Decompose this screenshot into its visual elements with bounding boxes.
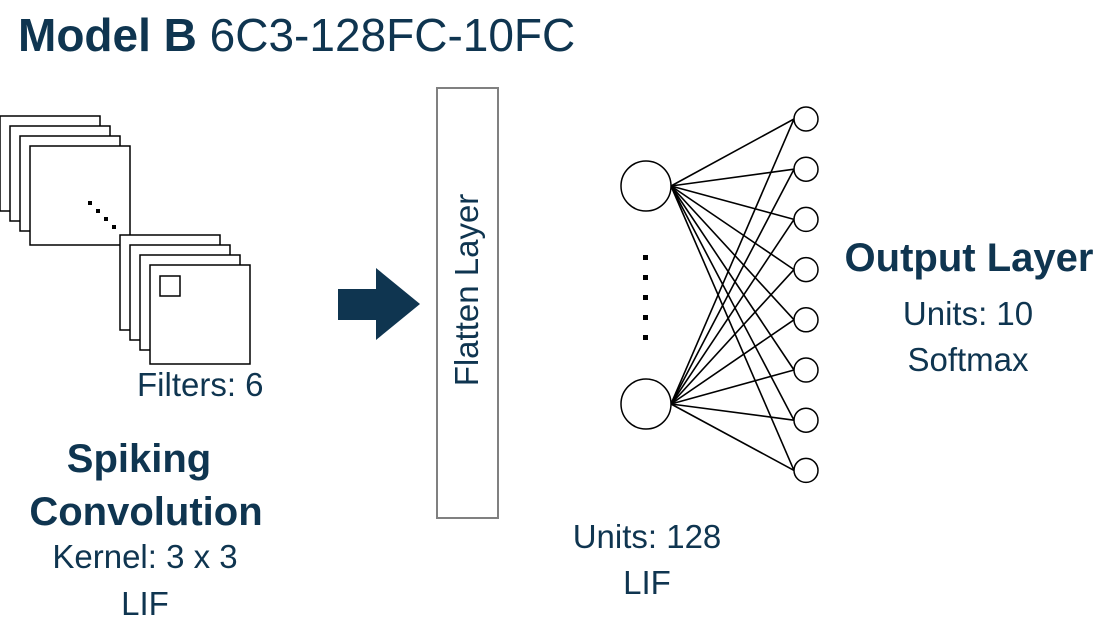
feature-map [29,145,131,246]
hidden-layer [620,160,672,430]
kernel-window [159,275,181,297]
conv-heading-line1: Spiking [66,437,212,481]
output-neuron [793,256,819,283]
output-neuron [793,457,819,484]
output-units-label: Units: 10 [902,295,1034,332]
output-layer [793,106,819,484]
output-neuron [793,357,819,383]
vertical-ellipsis [643,255,648,340]
conv-heading-line2: Convolution [29,490,263,534]
hidden-neuron [620,378,672,430]
title-model: Model B [18,9,197,61]
connection-line [670,218,795,405]
title-architecture: 6C3-128FC-10FC [209,9,576,61]
connection-line [670,168,795,187]
feature-map-stack-bottom [119,234,251,365]
flatten-layer-box [436,87,499,519]
connection-line [670,369,795,405]
connection-line [670,185,795,421]
hidden-neuron [620,160,672,212]
diagram-title: Model B 6C3-128FC-10FC [18,8,575,62]
output-neuron [793,407,819,433]
feature-map-stack-top [0,115,131,246]
connection-line [670,269,795,405]
connection-line [670,403,795,421]
connections [670,118,795,472]
output-neuron [793,106,819,132]
flatten-layer-label: Flatten Layer [448,193,485,387]
hidden-units-label: Units: 128 [572,518,722,555]
flow-arrow [338,268,420,340]
ellipsis-dots [88,201,116,229]
output-activation-label: Softmax [907,341,1029,378]
connection-line [670,319,795,405]
connection-line [670,168,795,405]
filters-label: Filters: 6 [137,366,264,403]
hidden-neuron-label: LIF [623,564,671,601]
connection-line [670,185,795,271]
connection-line [670,403,795,472]
connection-line [670,118,795,187]
connection-line [670,185,795,371]
kernel-label: Kernel: 3 x 3 [52,538,238,575]
connection-line [670,118,795,405]
output-heading: Output Layer [844,236,1094,280]
output-neuron [793,156,819,182]
connection-line [670,185,795,471]
output-neuron [793,206,819,233]
connection-line [670,185,795,321]
output-neuron [793,307,819,333]
connection-line [670,185,795,221]
conv-neuron-label: LIF [121,585,169,622]
